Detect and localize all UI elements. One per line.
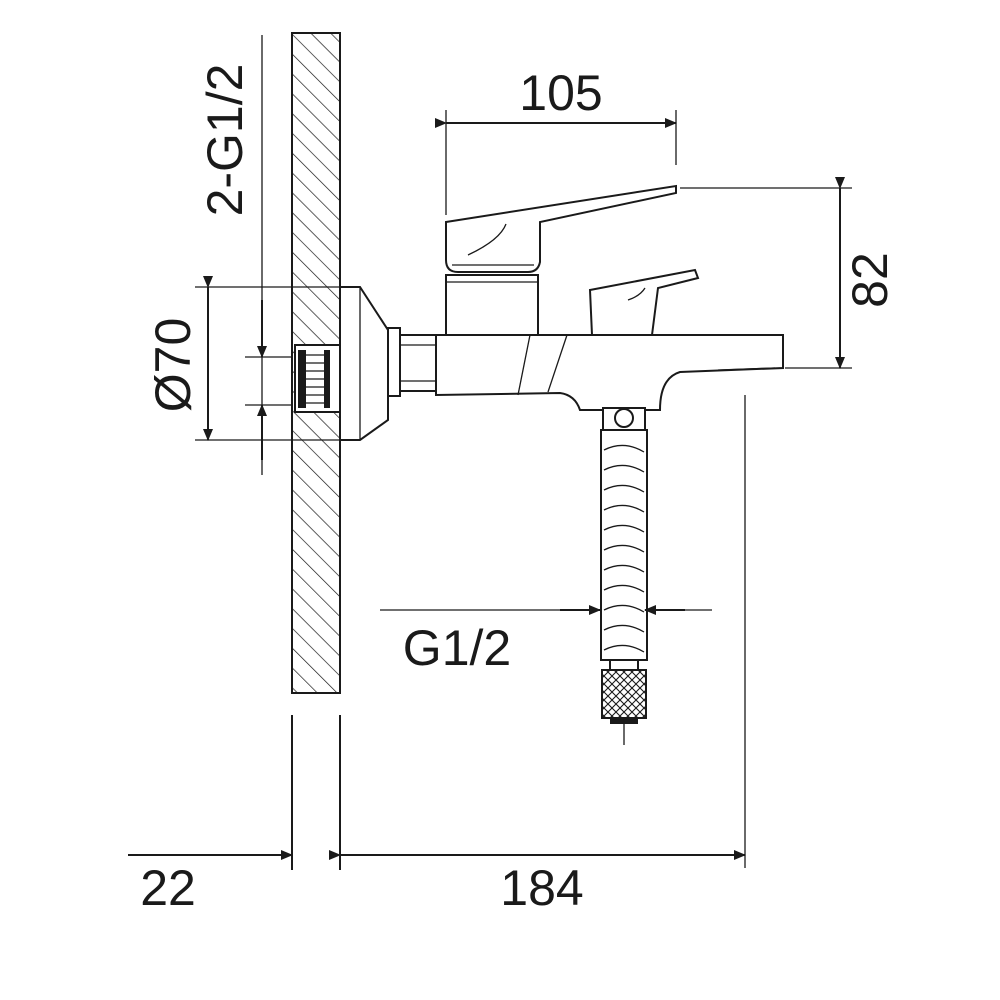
dimension-184-label: 184 [500,860,583,916]
dimension-82-label: 82 [842,252,898,308]
wall-section [291,32,341,870]
mixer-lever-handle [445,184,677,273]
dimension-inlet-thread-label: 2-G1/2 [197,64,253,217]
diverter-knob [588,268,700,336]
dimension-outlet-thread-label: G1/2 [403,620,511,676]
shower-hose [600,407,648,745]
dimension-diameter-70: Ø70 [145,276,340,441]
dimension-outlet-thread: G1/2 [380,605,712,676]
dimension-inlet-thread: 2-G1/2 [197,35,292,475]
inlet-thread-fitting [294,344,341,413]
mixer-body [435,274,784,411]
dimension-105-label: 105 [519,65,602,121]
escutcheon [339,286,389,441]
dimension-22: 22 [128,850,293,916]
dimension-diameter-70-label: Ø70 [145,318,201,413]
dimension-82: 82 [680,177,898,369]
dimension-184: 184 [329,395,746,916]
connector-nut [387,327,437,397]
dimension-105: 105 [435,65,677,215]
dimension-22-label: 22 [140,860,196,916]
